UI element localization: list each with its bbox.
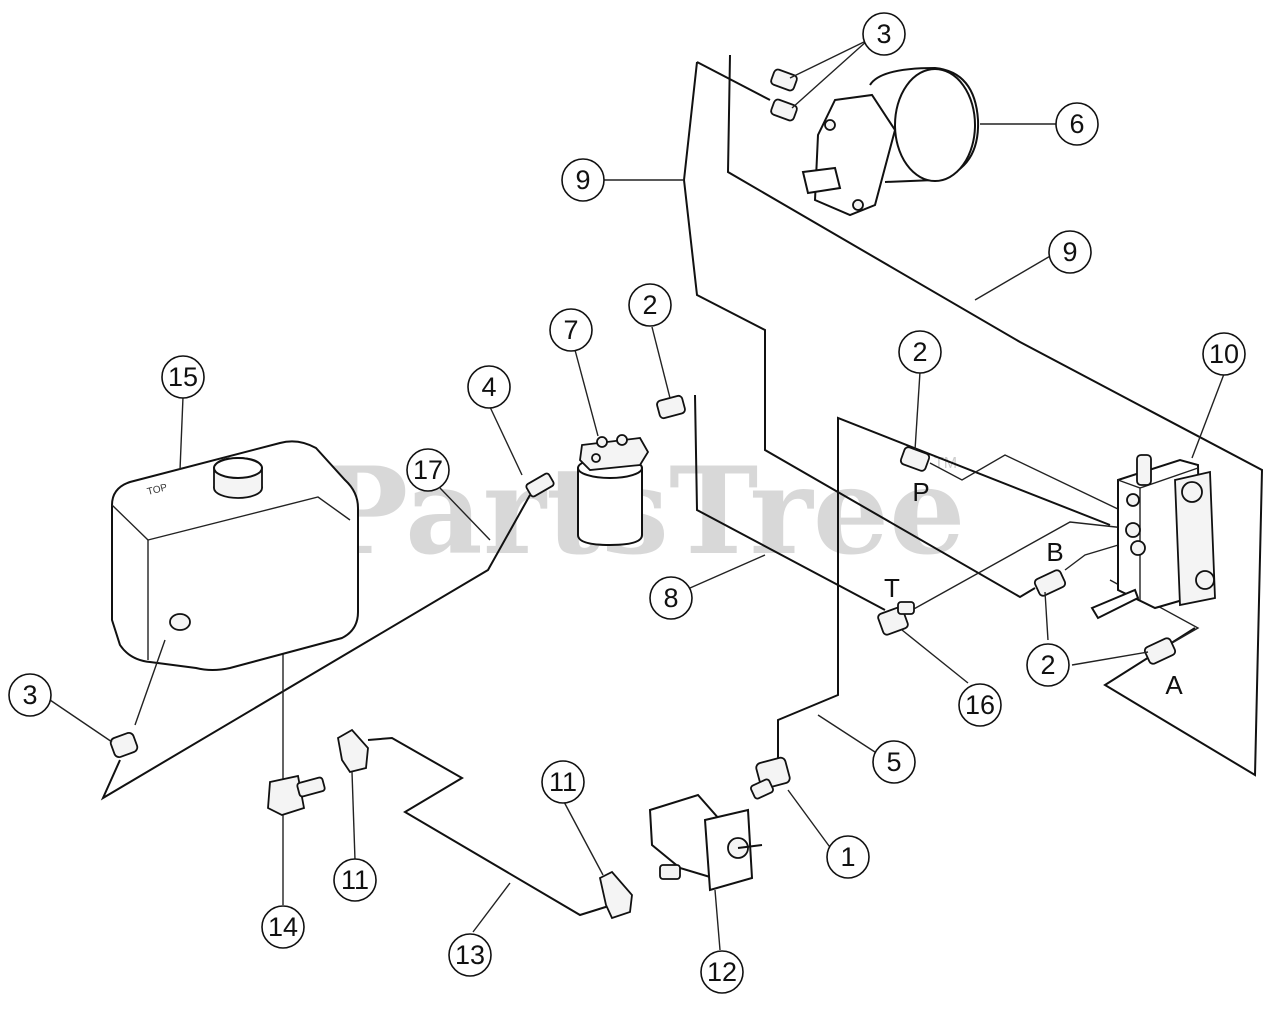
callout-8: 8	[649, 576, 693, 620]
svg-text:8: 8	[663, 583, 678, 613]
motor-6	[801, 66, 980, 217]
svg-text:2: 2	[912, 337, 927, 367]
valve-linkage-t	[911, 521, 1126, 611]
hose-13	[367, 736, 613, 917]
callout-13: 13	[448, 933, 492, 977]
hose-8	[694, 394, 886, 611]
callout-1: 1	[826, 835, 870, 879]
port-label-a: A	[1165, 670, 1183, 700]
callout-9-left: 9	[561, 158, 605, 202]
svg-text:17: 17	[413, 455, 443, 485]
svg-text:3: 3	[876, 19, 891, 49]
callout-15: 15	[161, 355, 205, 399]
elbow-14	[267, 774, 326, 816]
fitting-2-p	[899, 446, 931, 472]
valve-10	[1090, 454, 1216, 620]
callout-2-b: 2	[1026, 643, 1070, 687]
fitting-2-b	[1033, 569, 1067, 597]
hose-5	[777, 416, 1111, 760]
port-label-b: B	[1046, 537, 1063, 567]
port-label-p: P	[912, 477, 929, 507]
svg-text:10: 10	[1209, 339, 1239, 369]
callout-16: 16	[958, 683, 1002, 727]
svg-text:15: 15	[168, 362, 198, 392]
svg-text:16: 16	[965, 690, 995, 720]
callout-12: 12	[700, 950, 744, 994]
callout-10: 10	[1202, 332, 1246, 376]
elbow-16	[877, 601, 915, 636]
svg-text:4: 4	[481, 372, 496, 402]
callout-3-motor: 3	[862, 12, 906, 56]
fitting-2-filter	[656, 394, 686, 420]
svg-text:9: 9	[1062, 237, 1077, 267]
svg-text:9: 9	[575, 165, 590, 195]
callout-5: 5	[872, 740, 916, 784]
callout-2-filter: 2	[628, 283, 672, 327]
callout-7: 7	[549, 308, 593, 352]
hose-17	[100, 494, 531, 801]
callout-11-tank: 11	[333, 858, 377, 902]
svg-text:11: 11	[549, 767, 577, 797]
elbow-1	[750, 756, 791, 800]
fittings-3-motor	[770, 68, 798, 122]
fitting-3-tank	[109, 732, 139, 758]
svg-text:5: 5	[886, 747, 901, 777]
svg-text:2: 2	[1040, 650, 1055, 680]
svg-text:7: 7	[563, 315, 578, 345]
fitting-4	[525, 472, 555, 498]
leader-lines	[49, 39, 1225, 951]
clamp-11-pump	[598, 870, 633, 920]
pump-12	[648, 793, 763, 892]
callout-4: 4	[467, 365, 511, 409]
svg-text:3: 3	[22, 680, 37, 710]
port-label-t: T	[884, 573, 900, 603]
filter-7	[577, 434, 650, 547]
svg-text:14: 14	[268, 912, 298, 942]
svg-text:2: 2	[642, 290, 657, 320]
svg-text:11: 11	[341, 865, 369, 895]
fitting-2-a	[1143, 637, 1177, 665]
svg-text:1: 1	[840, 842, 855, 872]
callout-3-tank: 3	[8, 673, 52, 717]
tank-15: TOP	[111, 440, 359, 671]
callout-14: 14	[261, 905, 305, 949]
callout-11-pump: 11	[541, 760, 585, 804]
svg-text:TOP: TOP	[146, 482, 169, 498]
svg-text:6: 6	[1069, 109, 1084, 139]
clamp-11-tank	[337, 728, 369, 774]
callout-17: 17	[406, 448, 450, 492]
valve-linkage-p	[929, 454, 1121, 511]
callout-6: 6	[1055, 102, 1099, 146]
callout-2-p: 2	[898, 330, 942, 374]
hose-9-inner	[726, 54, 1264, 777]
svg-text:13: 13	[455, 940, 485, 970]
hose-9-top	[696, 61, 771, 101]
svg-text:12: 12	[707, 957, 737, 987]
callout-9-right: 9	[1048, 230, 1092, 274]
